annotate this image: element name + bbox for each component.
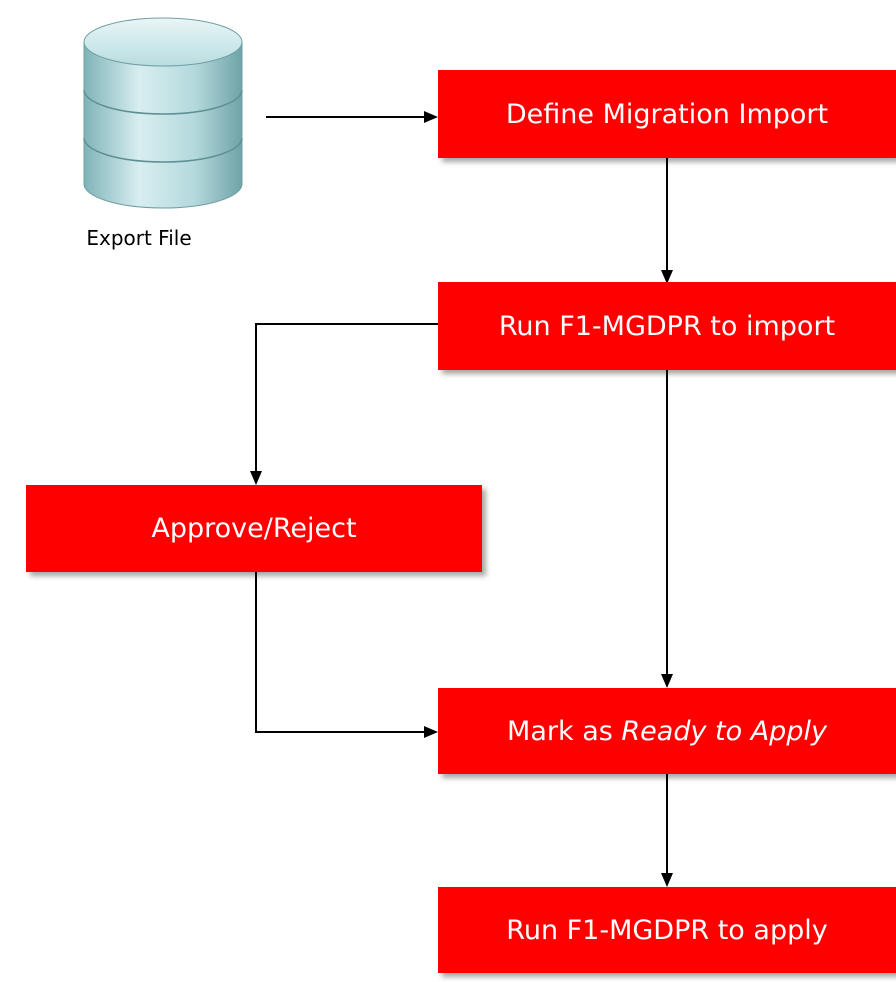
run-apply-label: Run F1-MGDPR to apply xyxy=(506,914,828,946)
approve-reject-box: Approve/Reject xyxy=(26,485,482,572)
database-cylinder-icon xyxy=(83,17,243,209)
export-file-label: Export File xyxy=(86,226,192,250)
mark-ready-italic: Ready to Apply xyxy=(621,715,827,747)
mark-ready-box: Mark as Ready to Apply xyxy=(438,688,896,774)
define-migration-import-label: Define Migration Import xyxy=(505,98,829,130)
run-import-label: Run F1-MGDPR to import xyxy=(498,310,836,342)
define-migration-import-box: Define Migration Import xyxy=(438,70,896,158)
run-import-box: Run F1-MGDPR to import xyxy=(438,282,896,370)
mark-ready-prefix: Mark as xyxy=(507,715,622,747)
arrow-approve-to-mark-ready xyxy=(255,572,438,738)
approve-reject-label: Approve/Reject xyxy=(151,513,357,544)
arrow-run-import-to-approve xyxy=(250,323,438,485)
run-apply-box: Run F1-MGDPR to apply xyxy=(438,887,896,973)
mark-ready-label: Mark as Ready to Apply xyxy=(507,716,827,747)
